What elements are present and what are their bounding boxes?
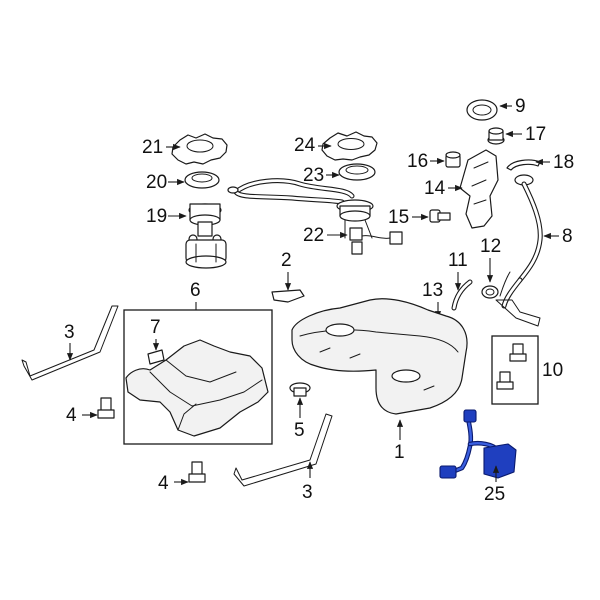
svg-text:14: 14 — [424, 178, 446, 199]
part-1-fuel-tank[interactable] — [291, 298, 468, 415]
svg-text:3: 3 — [64, 322, 75, 343]
part-5-grommet[interactable] — [289, 382, 311, 397]
svg-text:15: 15 — [388, 207, 409, 228]
callout-10: 10 — [542, 360, 563, 381]
part-23-gasket[interactable] — [338, 163, 376, 181]
callout-25: 25 — [484, 465, 505, 505]
part-20-gasket[interactable] — [184, 171, 220, 189]
part-12-clamp[interactable] — [481, 285, 499, 299]
callout-3-lower: 3 — [302, 461, 314, 503]
callout-21: 21 — [142, 137, 181, 158]
svg-text:23: 23 — [303, 165, 324, 186]
part-25-wiring-harness[interactable] — [439, 409, 517, 479]
part-24-lock-ring[interactable] — [321, 131, 378, 161]
svg-text:5: 5 — [294, 420, 305, 441]
part-22-fuel-sender[interactable] — [227, 178, 403, 255]
callout-3-left: 3 — [64, 322, 75, 361]
part-14-heat-shield[interactable] — [459, 149, 499, 229]
part-3-lower-strap[interactable] — [233, 413, 333, 487]
callout-14: 14 — [424, 178, 463, 199]
svg-text:4: 4 — [158, 473, 169, 494]
callout-4-upper: 4 — [66, 405, 98, 426]
svg-text:19: 19 — [146, 206, 167, 227]
part-2-bracket[interactable] — [271, 289, 305, 303]
svg-text:4: 4 — [66, 405, 77, 426]
callout-22: 22 — [303, 225, 348, 246]
part-10-bolt-set[interactable] — [491, 335, 539, 405]
svg-text:8: 8 — [562, 226, 573, 247]
callout-4-lower: 4 — [158, 473, 189, 494]
part-19-fuel-pump[interactable] — [185, 203, 227, 269]
svg-text:25: 25 — [484, 484, 505, 505]
callout-1: 1 — [394, 419, 405, 463]
svg-text:21: 21 — [142, 137, 163, 158]
callout-19: 19 — [146, 206, 187, 227]
svg-text:16: 16 — [407, 151, 428, 172]
svg-text:1: 1 — [394, 442, 405, 463]
svg-text:7: 7 — [150, 317, 161, 338]
part-15-bolt[interactable] — [429, 209, 451, 223]
callout-12: 12 — [480, 236, 501, 283]
part-16-grommet[interactable] — [445, 151, 461, 168]
callout-6: 6 — [190, 280, 201, 310]
part-3-left-strap[interactable] — [21, 305, 119, 381]
part-18-clip[interactable] — [506, 159, 541, 171]
callout-23: 23 — [303, 165, 340, 186]
part-11-hose[interactable] — [451, 279, 473, 311]
svg-text:20: 20 — [146, 172, 167, 193]
svg-text:10: 10 — [542, 360, 563, 381]
svg-text:22: 22 — [303, 225, 324, 246]
svg-text:13: 13 — [422, 280, 443, 301]
callout-9: 9 — [499, 96, 526, 117]
callout-16: 16 — [407, 151, 445, 172]
callout-24: 24 — [294, 135, 332, 156]
callout-11: 11 — [448, 250, 468, 291]
part-9-filler-ring[interactable] — [466, 99, 498, 121]
part-6-box[interactable] — [123, 309, 273, 445]
part-7-clip[interactable] — [147, 349, 165, 365]
svg-text:9: 9 — [515, 96, 526, 117]
callout-7: 7 — [150, 317, 161, 351]
callout-2: 2 — [281, 250, 292, 291]
svg-text:3: 3 — [302, 482, 313, 503]
svg-text:17: 17 — [525, 124, 546, 145]
part-8-filler-pipe[interactable] — [495, 174, 543, 327]
callout-15: 15 — [388, 207, 429, 228]
part-4-bolt-lower[interactable] — [188, 461, 206, 483]
svg-text:24: 24 — [294, 135, 316, 156]
callout-20: 20 — [146, 172, 185, 193]
part-21-lock-ring[interactable] — [171, 133, 228, 165]
callout-5: 5 — [294, 397, 305, 441]
part-4-bolt-upper[interactable] — [97, 397, 115, 419]
callout-17: 17 — [505, 124, 546, 145]
callout-8: 8 — [543, 226, 573, 247]
part-17-grommet[interactable] — [487, 127, 505, 145]
svg-text:18: 18 — [553, 152, 574, 173]
svg-text:2: 2 — [281, 250, 292, 271]
svg-text:11: 11 — [448, 250, 468, 271]
callout-18: 18 — [535, 152, 574, 173]
svg-text:12: 12 — [480, 236, 501, 257]
svg-text:6: 6 — [190, 280, 201, 301]
